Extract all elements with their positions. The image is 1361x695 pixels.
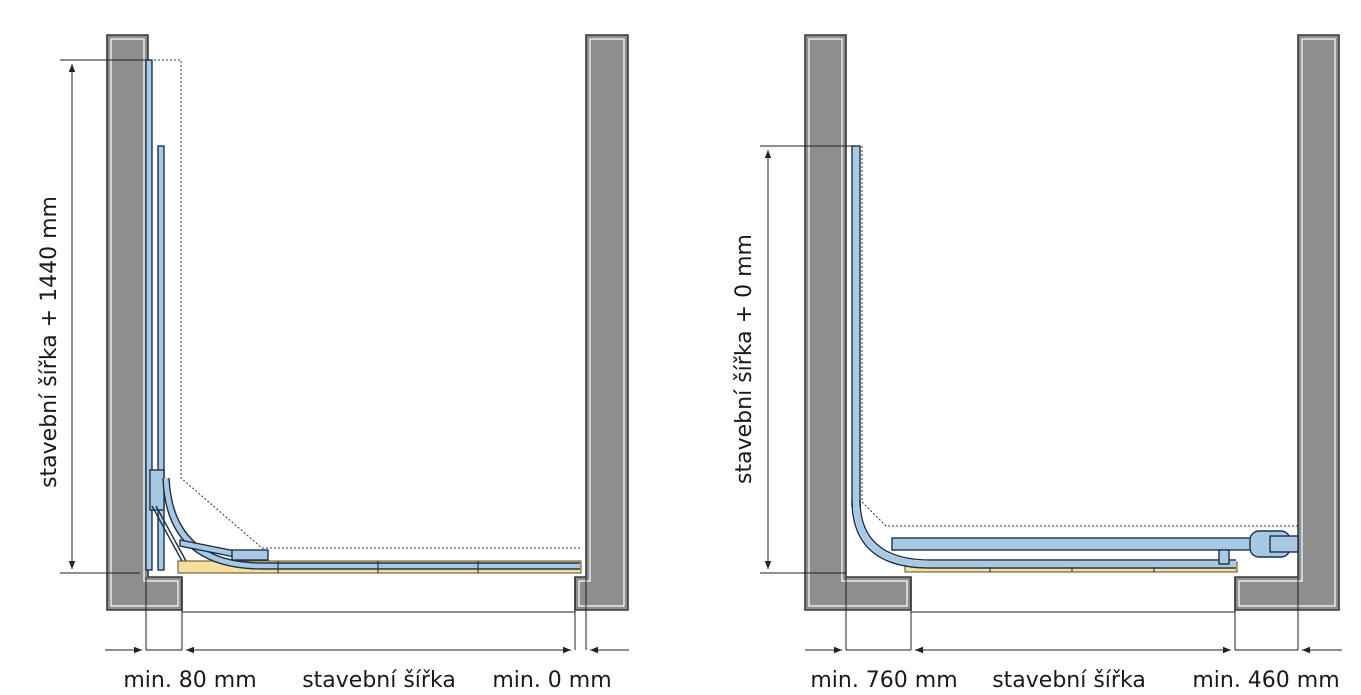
label-min-left: min. 80 mm — [123, 668, 256, 693]
label-min-right: min. 0 mm — [492, 668, 611, 693]
wall-right — [1234, 34, 1340, 611]
hinge-post — [1218, 549, 1230, 565]
door-envelope-outline — [154, 59, 580, 549]
label-min-left: min. 760 mm — [810, 668, 957, 693]
handle-block — [231, 549, 269, 561]
diagram-right: stavební šířka + 0 mm min. 760 mm staveb… — [732, 34, 1342, 693]
door-leaf-vertical — [851, 145, 861, 507]
vertical-dimension-label: stavební šířka + 1440 mm — [37, 196, 62, 488]
door-envelope-outline — [861, 146, 1298, 527]
door-leaf-horizontal — [891, 537, 1299, 551]
wall-right — [574, 34, 629, 611]
label-min-right: min. 460 mm — [1192, 668, 1339, 693]
label-construction-width: stavební šířka — [302, 668, 456, 693]
diagram-left: stavební šířka + 1440 mm min. 80 mm stav… — [37, 34, 629, 693]
vertical-dimension-label: stavební šířka + 0 mm — [732, 234, 757, 484]
door-leaf-vertical-inner — [157, 145, 165, 571]
label-construction-width: stavební šířka — [992, 668, 1146, 693]
